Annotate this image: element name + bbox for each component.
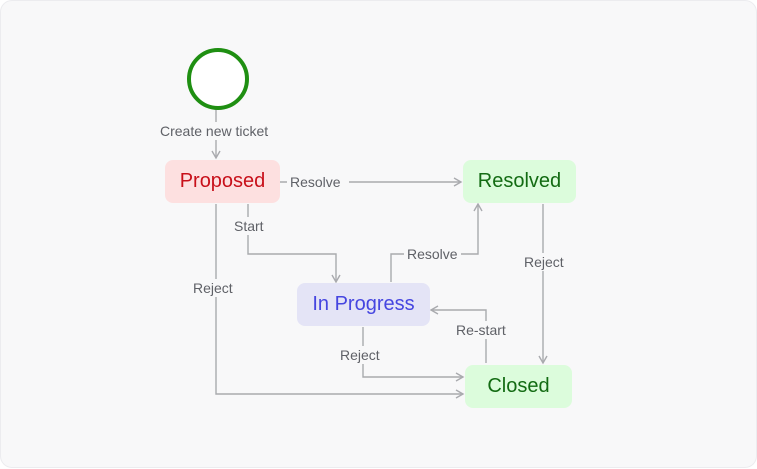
- state-proposed-label: Proposed: [179, 170, 266, 192]
- state-in-progress-label: In Progress: [312, 293, 415, 315]
- label-resolved-reject: Reject: [521, 253, 567, 271]
- state-closed-label: Closed: [487, 375, 550, 397]
- state-closed[interactable]: Closed: [465, 365, 572, 408]
- state-resolved[interactable]: Resolved: [463, 160, 576, 203]
- label-restart: Re-start: [453, 321, 509, 339]
- edge-start: [247, 204, 341, 284]
- label-create-ticket: Create new ticket: [157, 122, 272, 140]
- state-proposed[interactable]: Proposed: [165, 160, 280, 203]
- label-start: Start: [231, 217, 267, 235]
- label-progress-reject: Reject: [337, 346, 383, 364]
- edge-progress-resolve: [390, 202, 483, 282]
- label-proposed-resolve: Resolve: [287, 173, 349, 191]
- state-in-progress[interactable]: In Progress: [297, 283, 430, 326]
- edge-restart: [429, 305, 487, 363]
- label-proposed-reject: Reject: [190, 279, 236, 297]
- label-progress-resolve: Resolve: [404, 245, 461, 263]
- state-resolved-label: Resolved: [477, 170, 562, 192]
- start-node: [187, 48, 249, 110]
- edge-proposed-reject: [215, 204, 465, 399]
- edge-progress-reject: [362, 327, 465, 382]
